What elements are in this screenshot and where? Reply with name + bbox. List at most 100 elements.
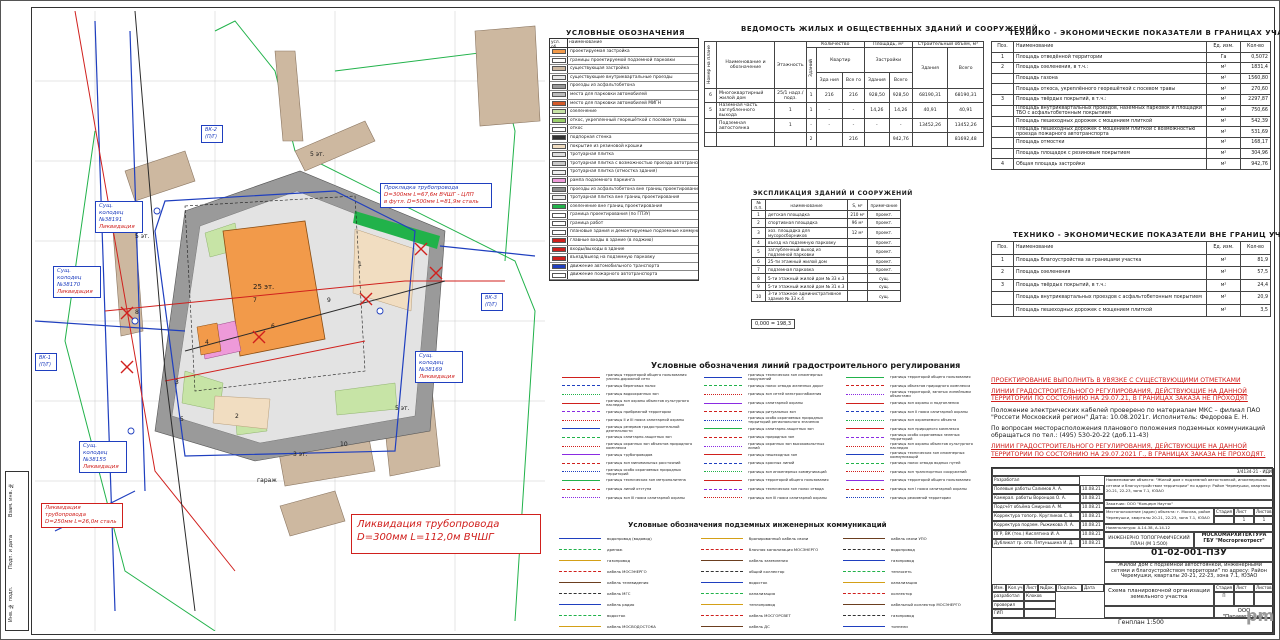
callout-vk2[interactable]: ВК-2 (П/Г) [201, 125, 223, 143]
underground-label: общий коллектор [749, 569, 785, 574]
callout-line: D=300мм L=67,6м ВЧШГ - ЦЛП [384, 192, 474, 198]
legend-label: подпорная стенка [570, 134, 612, 140]
cell: Общая площадь застройки [1013, 158, 1207, 170]
legend-swatch [550, 125, 568, 133]
cell: 8 [751, 273, 766, 283]
regulation-item: границы территорий общего пользования ул… [559, 373, 695, 382]
cell: м² [1206, 266, 1241, 280]
cell: 216 [841, 132, 865, 147]
callout-liquidation-main[interactable]: Ликвидация трубопровода D=300мм L=112,0м… [351, 514, 541, 554]
regulation-label: границы пешеходных зон [748, 452, 798, 457]
sheets-head: Листов [1254, 584, 1274, 592]
callout-well-38191[interactable]: Сущ. колодец №38191 Ликвидация [95, 201, 143, 233]
legend-label: откос [570, 126, 583, 132]
regulation-item: границы технических зон инженерных соору… [701, 373, 837, 382]
regulation-item: границы зон сетей электроснабжения [701, 390, 837, 399]
cell [991, 303, 1014, 317]
project-object: "Жилой дом с подземной автостоянкой, инж… [1104, 562, 1274, 584]
cell: Площадь пешеходных дорожек с мощением пл… [1013, 126, 1207, 139]
side-strip-item: Подп. и дата [8, 534, 14, 570]
regulation-line-sample [559, 468, 603, 476]
topo-sign-row: Подсчёт объёма Смирнов А. М. [992, 503, 1080, 512]
cell: Площадь пешеходных дорожек с мощением пл… [1013, 115, 1207, 128]
cell: 40,91 [947, 102, 984, 119]
plan-marker: 1 [358, 261, 362, 268]
plan-marker: 8 [135, 309, 139, 316]
cell: 3-ти этажное административное здание № 3… [765, 290, 848, 303]
regulation-label: границы полос отвода железных дорог [748, 383, 824, 388]
callout-well-38170[interactable]: Сущ. колодец №38170 Ликвидация [53, 266, 101, 298]
regulation-item: границы зон III пояса санитарной охраны [559, 493, 695, 502]
legend-label: существующая застройка [570, 66, 629, 72]
stamp-name [1024, 609, 1056, 618]
underground-line-sample [701, 571, 745, 572]
legend-label: проезды из асфальтобетона вне границ про… [570, 186, 698, 192]
legend-item: проезды из асфальтобетона [550, 82, 698, 91]
legend-swatch [550, 185, 568, 194]
legend-item: движение пожарного автотранспорта [550, 271, 698, 281]
regulation-item: границы технических зон инженерных комму… [843, 450, 979, 459]
site-plan-svg [35, 11, 545, 631]
th: Здания [911, 47, 949, 89]
cell: проект. [867, 265, 901, 275]
cell: Площадь отведённой территории [1013, 51, 1207, 64]
regulation-label: границы территорий общего пользования [890, 478, 971, 483]
legend-swatch [550, 168, 568, 176]
regulation-item: границы полос отвода железных дорог [701, 382, 837, 391]
topo-plan-title: ИНЖЕНЕРНО ТОПОГРАФИЧЕСКИЙ ПЛАН (М 1:500) [1104, 532, 1194, 548]
underground-line-sample [559, 604, 603, 605]
cell [991, 291, 1014, 305]
callout-liquidation-small[interactable]: Ликвидация трубопровода D=250мм L=26,0м … [41, 503, 123, 528]
buildings-table-title: ВЕДОМОСТЬ ЖИЛЫХ И ОБЩЕСТВЕННЫХ ЗДАНИЙ И … [741, 25, 1039, 33]
th: Кол-во [1240, 241, 1271, 255]
th: Все го [841, 72, 865, 89]
callout-line: в футл. D=500мм L=81,9м сталь [384, 199, 479, 205]
note-regulation-1: ЛИНИИ ГРАДОСТРОИТЕЛЬНОГО РЕГУЛИРОВАНИЯ, … [991, 388, 1248, 403]
underground-item: газопровод [843, 555, 961, 566]
cell: 942,76 [1240, 158, 1271, 170]
regulation-label: границы санитарно-защитных зон [748, 426, 814, 431]
legend-swatch [550, 228, 568, 237]
topo-sign-date: 10.08.21 [1080, 485, 1104, 494]
regulation-line-sample [559, 442, 603, 450]
cell: 1831,4 [1240, 62, 1271, 74]
topo-customer: Заказчик: ООО "Концерн Наутэк" [1104, 500, 1274, 508]
underground-line-sample [559, 593, 603, 594]
regulation-line-sample [559, 451, 603, 459]
regulation-item: границы береговых полос [559, 382, 695, 391]
legend-item: въезд/выезд на подземную парковку [550, 254, 698, 263]
regulation-label: границы красных линий [748, 461, 795, 466]
callout-line: Ликвидация [57, 289, 93, 295]
legend-item: тротуарная плитка (отмостка здания) [550, 168, 698, 177]
underground-item: кабель ДС [701, 621, 818, 632]
callout-line: Сущ. колодец [419, 353, 444, 366]
callout-well-38169[interactable]: Сущ. колодец №38169 Ликвидация [415, 351, 463, 383]
callout-vk1[interactable]: ВК-1 (П/Г) [35, 353, 57, 371]
tep-row: Площадь внутриквартальных проездов с асф… [991, 291, 1271, 305]
legend-swatch [550, 202, 568, 211]
cell: въезд на подземную парковку [765, 237, 848, 247]
regulation-item: границы зон инженерных коммуникаций [701, 468, 837, 477]
th: наименование [765, 199, 848, 211]
scale-label: Генплан 1:500 [1118, 619, 1164, 626]
callout-vk3[interactable]: ВК-3 (П/Г) [481, 293, 503, 311]
regulation-item: границы зон охраняемого объекта [843, 416, 979, 425]
cell: м² [1206, 93, 1241, 106]
cell: 13452,26 [911, 118, 949, 133]
callout-well-38155[interactable]: Сущ. колодец №38155 Ликвидация [79, 441, 127, 473]
callout-line: (П/Г) [205, 134, 218, 140]
callout-pipe-relocation[interactable]: Прокладка трубопровода D=300мм L=67,6м В… [380, 183, 492, 208]
topo-nomenclature: Номенклатура: А-14-38, А-14-12 [1104, 524, 1274, 532]
legend-label: озеленение [570, 109, 597, 115]
th: Номер на плане [704, 41, 717, 89]
regulation-item: границы прибрежной территории [559, 407, 695, 416]
site-plan-map[interactable]: 1 2 3 4 5 6 7 8 9 10 25 эт. 5 эт. 5 эт. … [35, 11, 545, 631]
cell: 304,96 [1240, 147, 1271, 160]
legend-swatch [550, 219, 568, 228]
